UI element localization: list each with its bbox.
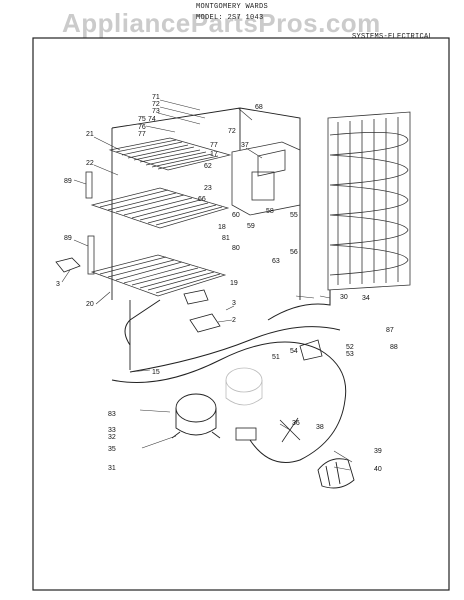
callout-55: 55 [290,212,298,219]
callout-31: 31 [108,465,116,472]
callout-72b: 72 [228,128,236,135]
callout-2: 2 [232,317,236,324]
callout-60: 60 [232,212,240,219]
callout-66: 66 [198,196,206,203]
callout-36: 36 [292,420,300,427]
callout-51: 51 [272,354,280,361]
page-frame [32,37,450,591]
callout-17: 17 [210,151,218,158]
evaporator-shelf-middle [90,187,230,229]
callout-30: 30 [340,294,348,301]
callout-76: 76 [138,124,146,131]
callout-37: 37 [241,142,249,149]
callout-40: 40 [374,466,382,473]
callout-73: 73 [152,108,160,115]
model-label: MODEL: 2S7 1043 [196,14,264,22]
callout-23: 23 [204,185,212,192]
refrigerant-tubing [111,290,347,463]
power-cord-plug [317,458,355,489]
callout-52: 52 [346,344,354,351]
callout-68: 68 [255,104,263,111]
callout-34: 34 [362,295,370,302]
callout-71: 71 [152,94,160,101]
compressor-outline-faint [225,367,263,406]
callout-53: 53 [346,351,354,358]
callout-89: 89 [64,178,72,185]
insulation-blocks [55,257,221,333]
side-rails [85,171,95,275]
compressor [171,393,221,439]
condenser-coil [327,111,411,291]
callout-54: 54 [290,348,298,355]
callout-21: 21 [86,131,94,138]
callout-88: 88 [390,344,398,351]
section-label: SYSTEMS-ELECTRICAL [352,33,434,41]
callout-56: 56 [290,249,298,256]
leader-lines [61,99,353,471]
callout-22: 22 [86,160,94,167]
callout-77b: 77 [210,142,218,149]
callout-58: 58 [266,208,274,215]
callout-83: 83 [108,411,116,418]
evaporator-shelf-bottom [90,254,227,297]
callout-77: 77 [138,131,146,138]
callout-18: 18 [218,224,226,231]
callout-89b: 89 [64,235,72,242]
brand-label: MONTGOMERY WARDS [196,3,269,11]
evaporator-shelf-top [108,137,232,171]
callout-63: 63 [272,258,280,265]
callout-38: 38 [316,424,324,431]
callout-3b: 3 [232,300,236,307]
callout-labels: 71 72 73 75 74 76 77 72 68 21 77 17 37 6… [56,94,398,473]
callout-80: 80 [232,245,240,252]
callout-59: 59 [247,223,255,230]
callout-32: 32 [108,434,116,441]
watermark: AppliancePartsPros.com [62,8,381,38]
callout-3: 3 [56,281,60,288]
callout-75: 75 [138,116,146,123]
callout-72: 72 [152,101,160,108]
callout-39: 39 [374,448,382,455]
callout-15: 15 [152,369,160,376]
callout-74: 74 [148,116,156,123]
callout-87: 87 [386,327,394,334]
callout-19: 19 [230,280,238,287]
callout-62: 62 [204,163,212,170]
callout-33: 33 [108,427,116,434]
callout-81: 81 [222,235,230,242]
control-housing [231,141,301,216]
callout-20: 20 [86,301,94,308]
callout-35: 35 [108,446,116,453]
